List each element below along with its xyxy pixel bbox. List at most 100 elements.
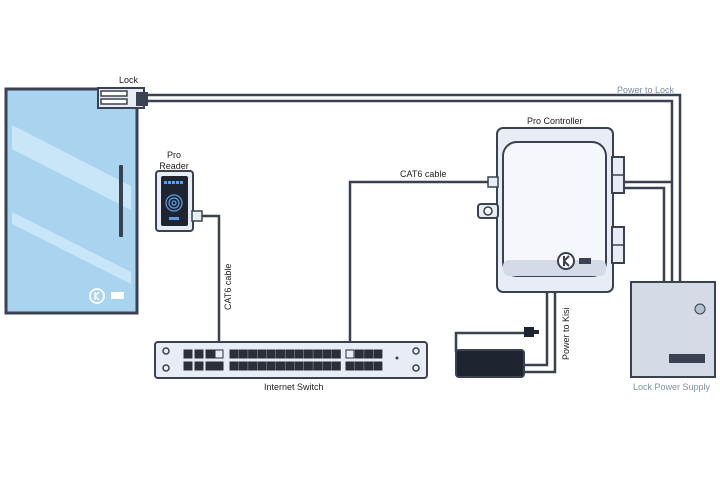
power-supply-indicator bbox=[694, 303, 706, 315]
switch-port bbox=[183, 349, 193, 359]
pro-reader-label-line-2: Reader bbox=[159, 161, 189, 171]
switch-port bbox=[294, 361, 304, 371]
pro-reader bbox=[155, 170, 203, 232]
switch-port bbox=[276, 361, 285, 371]
kisi-logo-mark bbox=[563, 255, 570, 267]
power-adapter bbox=[455, 327, 539, 378]
controller-cat6-cable bbox=[348, 180, 494, 348]
pro-reader-label-line-1: Pro bbox=[166, 150, 181, 160]
controller-to-lock-wire-lower bbox=[622, 186, 666, 282]
power-supply-vent bbox=[669, 354, 705, 363]
switch-port bbox=[331, 349, 341, 359]
reader-slot bbox=[169, 217, 179, 220]
switch-port bbox=[229, 361, 239, 371]
switch-port bbox=[238, 361, 248, 371]
power-to-kisi-label: Power to Kisi bbox=[561, 307, 571, 360]
reader-cat6-cable bbox=[202, 214, 221, 348]
switch-port bbox=[238, 349, 248, 359]
switch-port bbox=[313, 361, 323, 371]
reader-port bbox=[191, 210, 203, 222]
switch-port bbox=[205, 349, 215, 359]
cat6-cable-reader-label: CAT6 cable bbox=[223, 263, 233, 310]
switch-port bbox=[373, 361, 383, 371]
switch-port bbox=[345, 349, 355, 359]
kisi-logo-icon bbox=[557, 252, 575, 270]
kisi-logo-icon bbox=[89, 288, 105, 304]
switch-port bbox=[248, 349, 258, 359]
adapter-cable bbox=[454, 331, 526, 352]
switch-port bbox=[229, 349, 239, 359]
switch-port bbox=[313, 349, 323, 359]
reader-led-row bbox=[164, 181, 183, 184]
switch-port bbox=[194, 361, 204, 371]
controller-antenna-screw bbox=[483, 206, 493, 216]
lock-power-supply bbox=[630, 281, 716, 378]
controller-eth-port bbox=[487, 176, 499, 188]
switch-mount-hole bbox=[162, 347, 170, 355]
power-to-lock-label: Power to Lock bbox=[617, 85, 675, 95]
door-badge bbox=[111, 292, 124, 299]
switch-mount-hole bbox=[412, 347, 420, 355]
lock-strike-bottom bbox=[100, 98, 128, 105]
pro-controller bbox=[477, 127, 625, 293]
glass-reflection-1 bbox=[12, 125, 131, 210]
internet-switch-label: Internet Switch bbox=[264, 382, 324, 392]
lock-strike-top bbox=[100, 90, 128, 97]
lock-power-supply-label: Lock Power Supply bbox=[633, 382, 711, 392]
controller-badge bbox=[579, 258, 591, 264]
power-to-lock-wire-upper bbox=[148, 93, 682, 282]
switch-mount-hole bbox=[412, 364, 420, 372]
cat6-cable-controller-label: CAT6 cable bbox=[400, 169, 447, 179]
switch-port bbox=[322, 361, 332, 371]
switch-port bbox=[205, 361, 215, 371]
lock bbox=[97, 87, 148, 109]
switch-port bbox=[266, 361, 276, 371]
switch-port bbox=[303, 361, 313, 371]
lock-connector bbox=[136, 92, 148, 106]
switch-status-led bbox=[395, 356, 399, 360]
adapter-plug bbox=[524, 327, 534, 337]
door bbox=[4, 87, 139, 315]
switch-port bbox=[257, 361, 267, 371]
controller-lid bbox=[502, 141, 607, 277]
switch-ports bbox=[183, 349, 383, 371]
adapter-body bbox=[455, 349, 525, 378]
switch-port bbox=[331, 361, 341, 371]
switch-port bbox=[354, 361, 364, 371]
internet-switch bbox=[154, 341, 428, 379]
adapter-prong bbox=[534, 330, 539, 334]
glass-reflection-2 bbox=[12, 212, 131, 284]
switch-mount-hole bbox=[162, 364, 170, 372]
switch-port bbox=[248, 361, 258, 371]
switch-port bbox=[214, 349, 224, 359]
switch-port bbox=[257, 349, 267, 359]
switch-port bbox=[183, 361, 193, 371]
pro-controller-label: Pro Controller bbox=[527, 116, 583, 126]
switch-port bbox=[294, 349, 304, 359]
switch-port bbox=[285, 361, 295, 371]
switch-port bbox=[194, 349, 204, 359]
switch-port bbox=[214, 361, 224, 371]
switch-body bbox=[154, 341, 428, 379]
lock-label: Lock bbox=[119, 75, 139, 85]
switch-port bbox=[285, 349, 295, 359]
power-to-kisi-cable-b bbox=[524, 292, 557, 374]
rfid-icon bbox=[165, 194, 183, 212]
switch-port bbox=[364, 349, 374, 359]
door-glass bbox=[12, 95, 131, 307]
switch-port bbox=[354, 349, 364, 359]
pro-reader-label: Pro Reader bbox=[157, 150, 191, 172]
door-handle bbox=[119, 165, 123, 237]
kisi-logo-mark bbox=[94, 291, 100, 301]
switch-port bbox=[266, 349, 276, 359]
switch-port bbox=[364, 361, 374, 371]
switch-port bbox=[303, 349, 313, 359]
switch-port bbox=[345, 361, 355, 371]
switch-port bbox=[373, 349, 383, 359]
power-to-lock-wire-lower bbox=[148, 99, 674, 282]
switch-port bbox=[276, 349, 285, 359]
power-to-kisi-cable-a bbox=[524, 292, 549, 367]
cables bbox=[148, 93, 682, 374]
switch-port bbox=[322, 349, 332, 359]
